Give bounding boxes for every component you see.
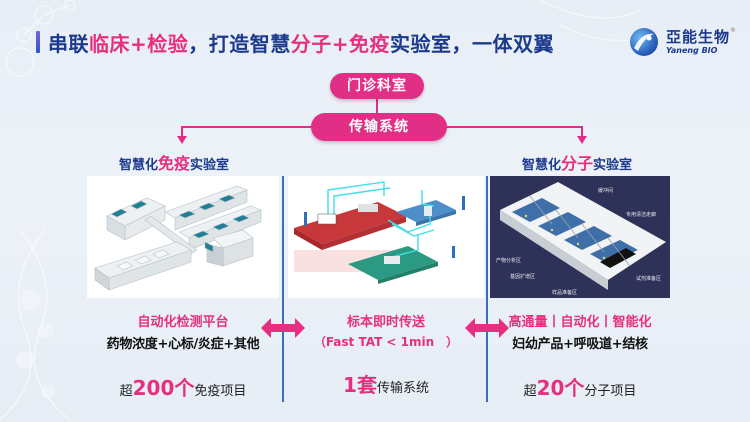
immuno-feature: 自动化检测平台 — [137, 315, 229, 330]
molecular-lab-layout-image: 缓冲间 专用清洁走廊 产物分析区 基因扩增区 样品准备区 试剂准备区 — [490, 176, 670, 298]
transport-feature: 标本即时传送 — [346, 315, 425, 330]
lab-zone-label: 样品准备区 — [552, 289, 577, 296]
title-segment: 临床+检验 — [89, 31, 189, 56]
double-arrow-icon — [465, 318, 509, 338]
logo-name-cn: 亞能生物 — [666, 27, 731, 46]
title-segment: 实验室，一体双翼 — [390, 31, 555, 56]
arrow-down-icon — [177, 136, 187, 144]
molecular-lab-heading: 智慧化分子实验室 — [522, 150, 632, 174]
count-value: 20个 — [536, 376, 585, 400]
connector-right-horizontal — [446, 126, 583, 128]
transport-count: 1套传输系统 — [288, 369, 484, 398]
node-outpatient-dept: 门诊科室 — [330, 73, 424, 99]
count-suffix: 传输系统 — [376, 381, 429, 396]
title-segment: ，打造智慧 — [188, 31, 291, 56]
arrow-down-icon — [577, 136, 587, 144]
count-suffix: 免疫项目 — [194, 384, 247, 399]
registered-mark: ® — [730, 26, 737, 34]
logo-name-en: Yaneng BIO — [666, 45, 718, 55]
heading-suffix: 实验室 — [190, 158, 230, 173]
title-segment: 串联 — [48, 31, 89, 56]
column-divider-left — [282, 176, 284, 402]
connector-vertical — [376, 99, 378, 114]
heading-highlight: 免疫 — [158, 154, 191, 173]
immunoassay-automation-line-image — [87, 176, 279, 298]
lab-zone-label: 专用清洁走廊 — [626, 211, 656, 218]
lab-zone-label: 产物分析区 — [496, 257, 521, 264]
double-arrow-icon — [261, 318, 305, 338]
lab-zone-label: 基因扩增区 — [510, 273, 535, 280]
yaneng-globe-icon — [630, 28, 658, 56]
title-accent-bar — [36, 31, 40, 53]
transport-feature-sub: （Fast TAT < 1min ） — [313, 335, 459, 349]
connector-right-drop — [581, 126, 583, 138]
molecular-detail: 妇幼产品+呼吸道+结核 — [512, 337, 648, 352]
connector-left-drop — [181, 126, 183, 138]
title-text: 串联临床+检验，打造智慧分子+免疫实验室，一体双翼 — [48, 28, 554, 57]
node-transport-system: 传输系统 — [311, 113, 447, 141]
connector-left-horizontal — [181, 126, 312, 128]
count-prefix: 超 — [523, 384, 537, 399]
molecular-feature: 高通量丨自动化丨智能化 — [508, 315, 652, 330]
count-value: 1套 — [343, 373, 377, 397]
sample-transport-system-image — [288, 176, 484, 298]
immuno-lab-heading: 智慧化免疫实验室 — [119, 150, 229, 174]
lab-zone-label: 试剂准备区 — [636, 275, 661, 282]
heading-prefix: 智慧化 — [522, 158, 562, 173]
molecular-count: 超20个分子项目 — [490, 372, 670, 401]
company-logo: 亞能生物 Yaneng BIO ® — [628, 26, 736, 58]
transport-column: 标本即时传送 （Fast TAT < 1min ） — [288, 312, 484, 350]
heading-prefix: 智慧化 — [119, 158, 159, 173]
molecular-column: 高通量丨自动化丨智能化 妇幼产品+呼吸道+结核 — [490, 312, 670, 356]
column-divider-right — [486, 176, 488, 402]
heading-suffix: 实验室 — [593, 158, 633, 173]
count-value: 200个 — [132, 376, 195, 400]
slide-title: 串联临床+检验，打造智慧分子+免疫实验室，一体双翼 — [36, 28, 554, 57]
immuno-column: 自动化检测平台 药物浓度+心标/炎症+其他 — [88, 312, 278, 356]
count-suffix: 分子项目 — [584, 384, 637, 399]
lab-zone-label: 缓冲间 — [598, 187, 613, 194]
count-prefix: 超 — [119, 384, 133, 399]
immuno-detail: 药物浓度+心标/炎症+其他 — [106, 337, 260, 352]
heading-highlight: 分子 — [561, 154, 594, 173]
title-segment: 分子+免疫 — [290, 31, 391, 56]
immuno-count: 超200个免疫项目 — [88, 372, 278, 401]
